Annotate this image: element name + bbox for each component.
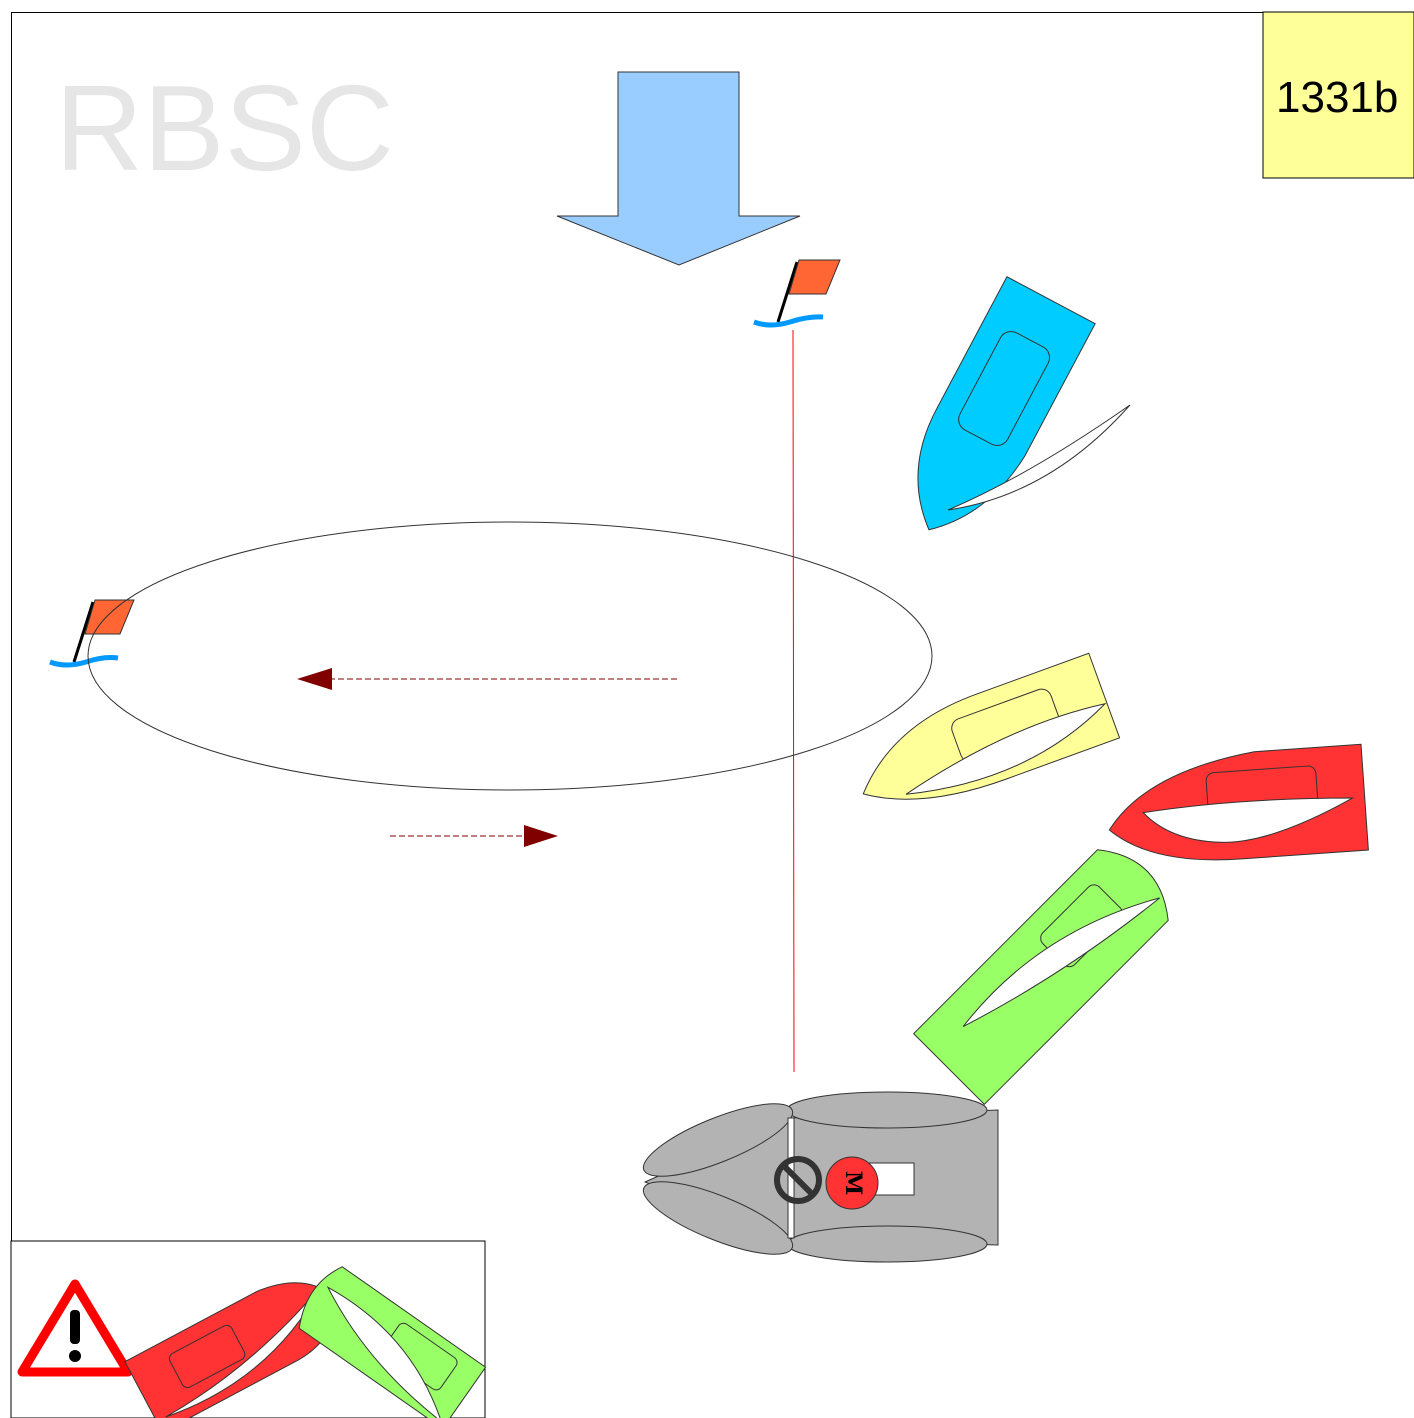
motor-badge: M xyxy=(825,1156,879,1210)
warning-icon xyxy=(17,1279,133,1377)
course-arrow-left xyxy=(297,668,677,690)
no-entry-icon xyxy=(774,1156,822,1204)
diagram-frame xyxy=(11,12,1414,1418)
boat-yellow xyxy=(862,652,1121,800)
pin-flag-icon xyxy=(49,599,135,668)
course-ellipse xyxy=(87,521,933,791)
start-line xyxy=(792,329,795,1073)
case-number-box: 1331b xyxy=(1262,11,1414,179)
club-watermark: RBSC xyxy=(55,60,394,196)
course-arrow-right xyxy=(390,825,558,847)
boat-red xyxy=(1108,743,1369,861)
case-number: 1331b xyxy=(1276,73,1398,122)
warning-inset xyxy=(10,1240,487,1418)
motor-label: M xyxy=(840,1171,866,1195)
wind-arrow-icon xyxy=(556,71,801,266)
boat-green xyxy=(912,849,1169,1106)
boat-blue xyxy=(917,276,1131,531)
inset-boat-green xyxy=(298,1266,487,1418)
start-flag-icon xyxy=(753,259,841,328)
